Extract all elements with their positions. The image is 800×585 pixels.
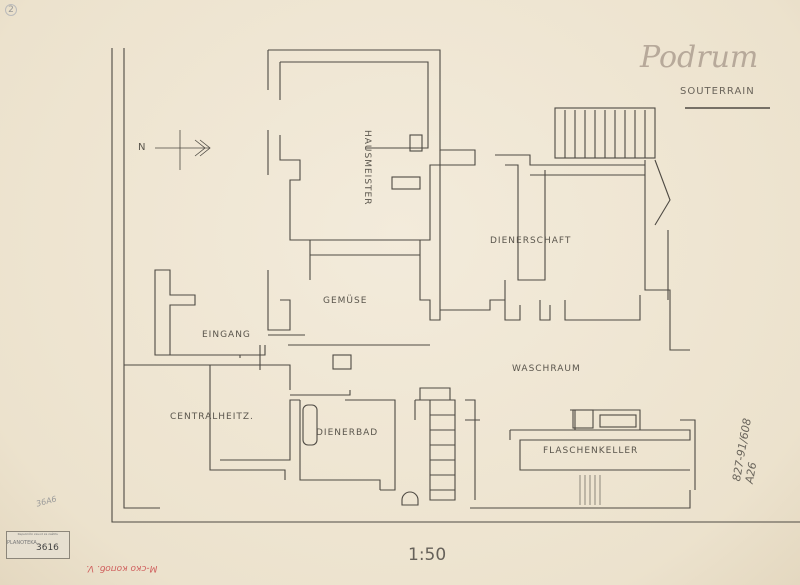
red-archive-note: M-ско копоб. V. (86, 563, 158, 573)
room-label-eingang: EINGANG (202, 330, 251, 340)
stair (414, 387, 456, 501)
flaschenkeller-shelves (579, 475, 601, 505)
gemuese-walls (267, 150, 441, 346)
room-label-hausmeister: HAUSMEISTER (362, 130, 372, 206)
north-label: N (138, 142, 147, 153)
centralheitz-walls (124, 364, 300, 480)
waschraum-wall (465, 399, 696, 500)
laundry-sink (599, 414, 637, 428)
outer-wall-south (470, 490, 800, 523)
room-label-dienerbad: DIENERBAD (316, 428, 379, 438)
washing-machine (572, 409, 594, 429)
stamp-header: Republički zavod za zaštitu (17, 532, 59, 536)
scale-label: 1:50 (408, 545, 447, 565)
stamp-number: 3616 (36, 543, 59, 553)
stamp-org: PLANOTEKA (7, 540, 37, 546)
north-arrow-icon (155, 130, 211, 170)
room-label-waschraum: WASCHRAUM (512, 364, 581, 374)
room-label-centralheitz: CENTRALHEITZ. (170, 412, 254, 422)
archive-stamp: Republički zavod za zaštitu PLANOTEKA (6, 531, 70, 559)
stair-ramp (654, 159, 671, 226)
toilet (401, 491, 419, 506)
flaschenkeller-walls (509, 409, 691, 471)
outer-wall-west (111, 48, 470, 523)
eingang-walls (154, 269, 266, 370)
room-label-dienerschaft: DIENERSCHAFT (490, 236, 572, 246)
hausmeister-fixture (409, 134, 423, 152)
dienerbad-walls (290, 390, 396, 491)
hausmeister-walls (267, 49, 476, 241)
sheet-number: 2 (5, 4, 17, 16)
dienerschaft-walls (440, 154, 690, 351)
bathtub (302, 404, 318, 446)
stair-treads (564, 110, 646, 158)
room-label-flaschenkeller: FLASCHENKELLER (543, 446, 639, 456)
drawing-title: Podrum (640, 40, 759, 75)
room-label-gemuese: GEMÜSE (323, 296, 368, 306)
drawing-subtitle: SOUTERRAIN (680, 86, 755, 97)
stair-landing (332, 354, 352, 370)
stove (391, 176, 421, 190)
